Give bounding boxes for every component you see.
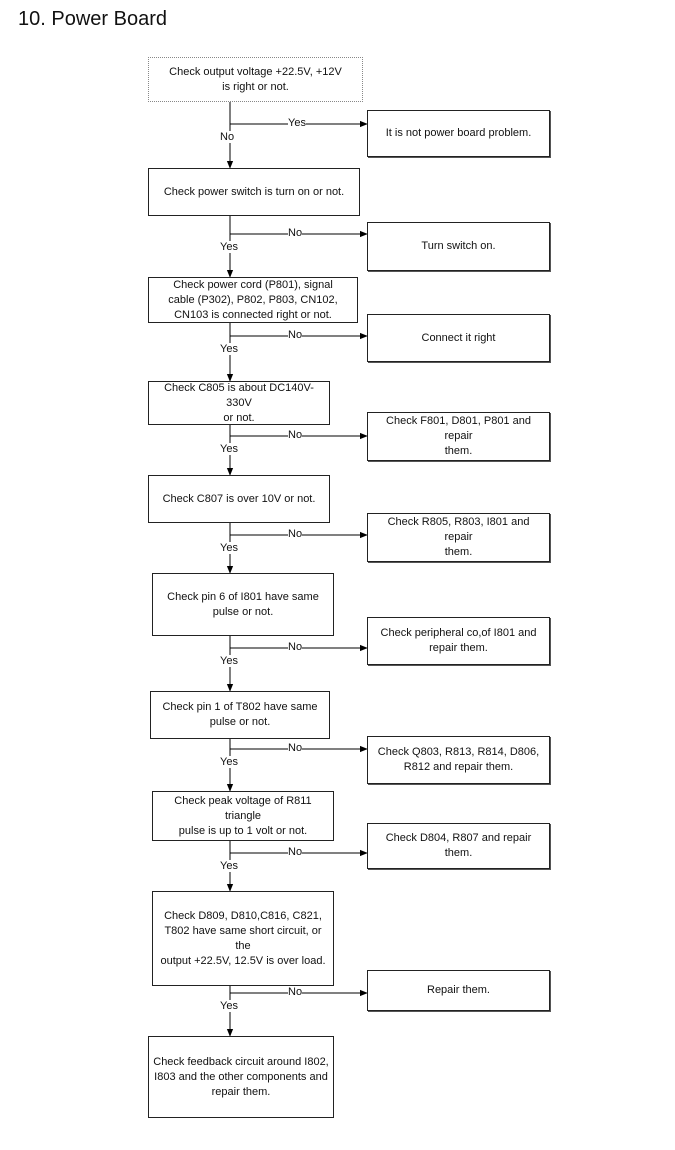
action-box-6: Check peripheral co,of I801 and repair t…: [367, 617, 550, 665]
branch-label-4: No: [288, 429, 303, 441]
check-box-8: Check peak voltage of R811 triangle puls…: [152, 791, 334, 841]
check-box-1: Check output voltage +22.5V, +12V is rig…: [148, 57, 363, 102]
branch-label-2: No: [288, 227, 303, 239]
branch-label-3: No: [288, 329, 303, 341]
next-label-8: Yes: [220, 860, 238, 872]
page-title: 10. Power Board: [18, 8, 167, 30]
check-box-2: Check power switch is turn on or not.: [148, 168, 360, 216]
action-box-9: Repair them.: [367, 970, 550, 1011]
branch-label-9: No: [288, 986, 303, 998]
next-label-3: Yes: [220, 343, 238, 355]
check-box-4: Check C805 is about DC140V-330V or not.: [148, 381, 330, 425]
final-box: Check feedback circuit around I802, I803…: [148, 1036, 334, 1118]
action-box-7: Check Q803, R813, R814, D806, R812 and r…: [367, 736, 550, 784]
action-box-2: Turn switch on.: [367, 222, 550, 271]
check-box-3: Check power cord (P801), signal cable (P…: [148, 277, 358, 323]
check-box-6: Check pin 6 of I801 have same pulse or n…: [152, 573, 334, 636]
next-label-9: Yes: [220, 1000, 238, 1012]
action-box-3: Connect it right: [367, 314, 550, 362]
branch-label-1: Yes: [288, 117, 306, 129]
action-box-5: Check R805, R803, I801 and repair them.: [367, 513, 550, 562]
next-label-5: Yes: [220, 542, 238, 554]
check-box-5: Check C807 is over 10V or not.: [148, 475, 330, 523]
next-label-6: Yes: [220, 655, 238, 667]
action-box-8: Check D804, R807 and repair them.: [367, 823, 550, 869]
next-label-1: No: [220, 131, 235, 143]
next-label-7: Yes: [220, 756, 238, 768]
check-box-7: Check pin 1 of T802 have same pulse or n…: [150, 691, 330, 739]
action-box-4: Check F801, D801, P801 and repair them.: [367, 412, 550, 461]
branch-label-7: No: [288, 742, 303, 754]
check-box-9: Check D809, D810,C816, C821, T802 have s…: [152, 891, 334, 986]
next-label-2: Yes: [220, 241, 238, 253]
branch-label-6: No: [288, 641, 303, 653]
branch-label-5: No: [288, 528, 303, 540]
next-label-4: Yes: [220, 443, 238, 455]
action-box-1: It is not power board problem.: [367, 110, 550, 157]
branch-label-8: No: [288, 846, 303, 858]
